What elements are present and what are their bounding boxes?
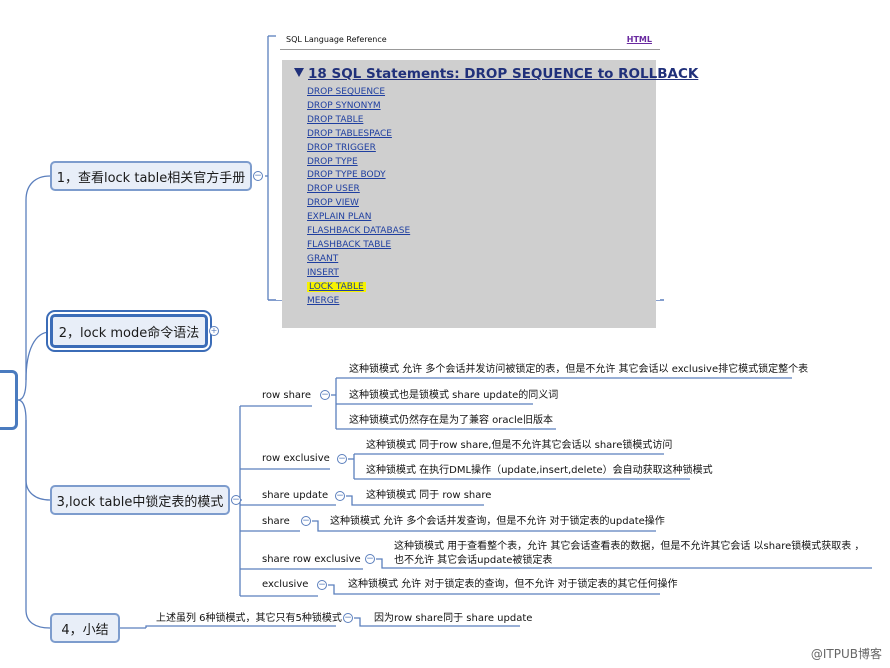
doc-link[interactable]: DROP USER xyxy=(307,184,360,195)
topic-label: 3,lock table中锁定表的模式 xyxy=(56,494,224,510)
doc-html-link[interactable]: HTML xyxy=(626,35,652,44)
doc-link[interactable]: FLASHBACK TABLE xyxy=(307,239,392,250)
topic-label: 2，lock mode命令语法 xyxy=(58,325,200,341)
mode-note: 这种锁模式 在执行DML操作（update,insert,delete）会自动获… xyxy=(366,465,713,476)
topic-label: 1，查看lock table相关官方手册 xyxy=(56,170,246,186)
mode-note: 这种锁模式 用于查看整个表，允许 其它会话查看表的数据，但是不允许其它会话 以s… xyxy=(394,541,865,566)
mode-note: 这种锁模式 同于row share,但是不允许其它会话以 share锁模式访问 xyxy=(366,440,673,451)
collapse-toggle-icon[interactable]: − xyxy=(253,171,263,181)
summary-point[interactable]: 上述虽列 6种锁模式，其它只有5种锁模式 xyxy=(156,613,342,624)
doc-link[interactable]: DROP TABLESPACE xyxy=(307,128,392,139)
topic-summary[interactable]: 4，小结 xyxy=(50,613,120,643)
doc-link[interactable]: DROP TYPE xyxy=(307,156,358,167)
mode-share[interactable]: share xyxy=(262,516,290,527)
topic-view-manual[interactable]: 1，查看lock table相关官方手册 xyxy=(50,161,252,191)
doc-link-highlighted[interactable]: LOCK TABLE xyxy=(307,281,366,292)
central-topic[interactable] xyxy=(0,370,18,430)
doc-header-title: SQL Language Reference xyxy=(286,35,387,44)
mode-note: 这种锁模式 允许 多个会话并发访问被锁定的表，但是不允许 其它会话以 exclu… xyxy=(349,364,809,375)
collapse-toggle-icon[interactable]: − xyxy=(231,495,241,505)
collapse-toggle-icon[interactable]: − xyxy=(317,580,327,590)
doc-body: 18 SQL Statements: DROP SEQUENCE to ROLL… xyxy=(282,60,698,328)
doc-link[interactable]: GRANT xyxy=(307,253,339,264)
mode-note: 这种锁模式 允许 对于锁定表的查询，但不允许 对于锁定表的其它任何操作 xyxy=(348,579,678,590)
mode-note: 这种锁模式 同于 row share xyxy=(366,490,492,501)
mode-share-update[interactable]: share update xyxy=(262,490,329,501)
doc-link[interactable]: INSERT xyxy=(307,267,339,278)
mode-share-row-exclusive[interactable]: share row exclusive xyxy=(262,554,361,565)
watermark-text: @ITPUB博客 xyxy=(810,647,882,661)
mode-row-share[interactable]: row share xyxy=(262,390,312,401)
doc-chapter-title-text: 18 SQL Statements: DROP SEQUENCE to ROLL… xyxy=(308,66,699,82)
mode-exclusive[interactable]: exclusive xyxy=(262,579,309,590)
doc-link[interactable]: DROP SEQUENCE xyxy=(307,87,386,97)
doc-link-cut[interactable]: MERGE xyxy=(307,295,340,306)
doc-header-bar: SQL Language Reference HTML xyxy=(280,30,660,50)
doc-link[interactable]: DROP SYNONYM xyxy=(307,100,381,111)
summary-reason: 因为row share同于 share update xyxy=(374,613,533,624)
doc-link[interactable]: DROP TYPE BODY xyxy=(307,170,386,181)
collapse-toggle-icon[interactable]: − xyxy=(301,516,311,526)
collapse-toggle-icon[interactable]: − xyxy=(337,454,347,464)
collapse-toggle-icon[interactable]: − xyxy=(335,491,345,501)
topic-lock-table-modes[interactable]: 3,lock table中锁定表的模式 xyxy=(50,485,230,515)
mode-note: 这种锁模式 允许 多个会话并发查询，但是不允许 对于锁定表的update操作 xyxy=(330,516,665,527)
expand-toggle-icon[interactable]: + xyxy=(209,326,219,336)
collapse-toggle-icon[interactable]: − xyxy=(343,613,353,623)
topic-label: 4，小结 xyxy=(61,622,109,638)
embedded-doc-screenshot: SQL Language Reference HTML 18 SQL State… xyxy=(276,30,698,328)
collapse-toggle-icon[interactable]: − xyxy=(320,390,330,400)
doc-link[interactable]: DROP VIEW xyxy=(307,198,359,209)
topic-lock-mode-syntax[interactable]: 2，lock mode命令语法 xyxy=(50,314,208,348)
mode-row-exclusive[interactable]: row exclusive xyxy=(262,453,330,464)
mode-note: 这种锁模式也是锁模式 share update的同义词 xyxy=(349,390,559,401)
mode-note: 这种锁模式仍然存在是为了兼容 oracle旧版本 xyxy=(349,415,553,426)
collapse-toggle-icon[interactable]: − xyxy=(365,554,375,564)
doc-link[interactable]: EXPLAIN PLAN xyxy=(307,212,372,223)
doc-statement-list: DROP SEQUENCE DROP SYNONYM DROP TABLE DR… xyxy=(307,86,410,309)
triangle-icon xyxy=(294,68,304,77)
doc-link[interactable]: DROP TRIGGER xyxy=(307,142,376,153)
doc-link[interactable]: DROP TABLE xyxy=(307,114,364,125)
doc-chapter-title[interactable]: 18 SQL Statements: DROP SEQUENCE to ROLL… xyxy=(294,66,698,82)
doc-link[interactable]: FLASHBACK DATABASE xyxy=(307,226,411,237)
watermark: @ITPUB博客 xyxy=(811,645,882,662)
